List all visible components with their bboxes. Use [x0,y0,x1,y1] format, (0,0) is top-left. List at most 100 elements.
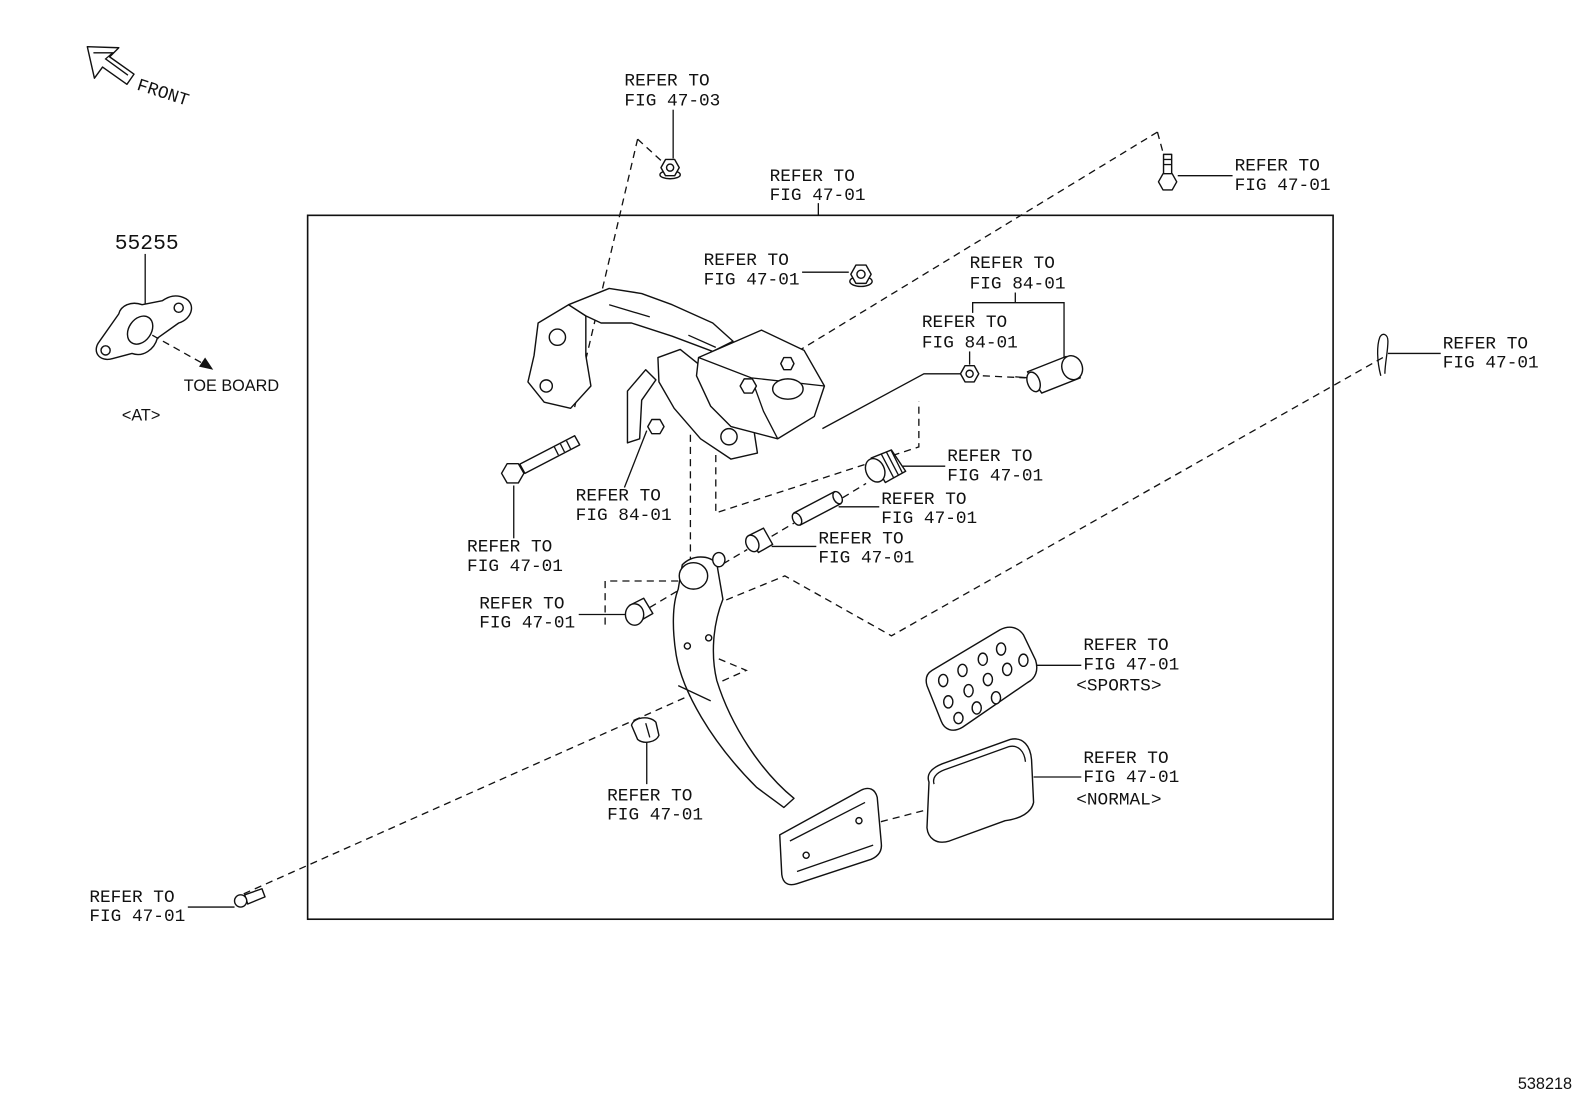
pad-hole [995,642,1007,656]
spring-coil [890,450,904,474]
callout-return-spring: REFER TO FIG 47-01 [864,447,1043,486]
callout-refer-to: REFER TO [1235,157,1320,177]
bolt-hex-head [500,462,525,484]
pedal-plate [779,787,883,886]
pedal-plate-edge [796,844,874,873]
callout-pedal-pad-sports: REFER TO FIG 47-01 <SPORTS> [925,626,1179,731]
callout-figure-ref: FIG 47-01 [607,806,703,826]
callout-refer-to: REFER TO [1083,636,1168,656]
part-number-label: 55255 [115,232,179,256]
nut-bore [965,369,974,379]
bolt-thread [565,440,572,450]
brake-pedal-arm [672,551,883,886]
callout-refer-to: REFER TO [1443,334,1528,354]
pedal-assembly-frame [306,214,1334,921]
pad-hole [977,652,989,667]
callout-assembly-fig-47-01: REFER TO FIG 47-01 [770,167,866,216]
callout-figure-ref: FIG 84-01 [922,333,1018,353]
callout-bushing-left: REFER TO FIG 47-01 [479,594,654,634]
dashed-line [842,482,867,499]
dashed-line [771,522,795,537]
pedal-hole [683,642,692,650]
callout-refer-to: REFER TO [970,254,1055,274]
bolt-thread [559,443,566,453]
callout-figure-ref: FIG 84-01 [970,274,1066,294]
bracket-detail-line [608,304,650,318]
callout-figure-ref: FIG 47-01 [1235,176,1331,196]
switch-connector [1061,355,1084,381]
callout-pedal-pin: REFER TO FIG 47-01 [791,490,977,529]
pad-hole [963,683,974,698]
callout-variant: <NORMAL> [1076,790,1161,810]
pedal-edge-line [677,685,711,702]
callout-pedal-pad-normal: REFER TO FIG 47-01 <NORMAL> [926,738,1179,843]
dashed-line [1156,131,1165,155]
callout-clevis-pin: REFER TO FIG 47-01 [89,888,266,927]
switch-end [1026,371,1041,393]
dashed-line [715,401,920,514]
callout-bushing: REFER TO FIG 47-01 [745,527,914,569]
callout-refer-to: REFER TO [881,490,966,510]
callout-figure-ref: FIG 47-01 [818,549,914,569]
callout-stop-lamp-switch: REFER TO FIG 84-01 [970,254,1084,394]
pad-hole [937,673,949,688]
callout-refer-to: REFER TO [770,167,855,187]
callout-clip-right: REFER TO FIG 47-01 [1376,333,1539,376]
bracket-left-flange [527,304,592,410]
callout-refer-to: REFER TO [467,538,552,558]
bracket-bolt-head [780,356,795,371]
callout-bolt-top-right: REFER TO FIG 47-01 [1157,153,1331,196]
pad-hole [1001,662,1013,677]
toe-board-label: TOE BOARD [184,377,279,395]
hex-nut [647,418,665,435]
callout-figure-ref: FIG 84-01 [576,506,672,526]
pad-hole [943,695,954,709]
spring-coil [885,451,900,476]
callout-refer-to: REFER TO [818,529,903,549]
callout-figure-ref: FIG 47-01 [467,557,563,577]
pedal-plate-hole [802,851,810,859]
callout-refer-to: REFER TO [576,487,661,507]
callout-nut-upper: REFER TO FIG 47-01 [704,251,873,290]
normal-pedal-pad [926,738,1035,843]
dashed-line [604,434,692,628]
pad-hole [953,711,964,725]
callout-refer-to: REFER TO [947,447,1032,467]
bracket-mount-block [695,329,826,440]
nut-bore [856,269,866,280]
pad-inner-edge [932,745,1027,785]
bolt-shaft [519,435,581,475]
leader-bracket [972,302,1065,360]
front-direction-indicator: FRONT [86,46,191,112]
pad-hole [1018,653,1029,668]
pedal-pivot-collar [712,551,726,568]
callout-figure-ref: FIG 47-01 [89,907,185,927]
callout-refer-to: REFER TO [1083,749,1168,769]
callout-figure-ref: FIG 47-01 [1083,655,1179,675]
callout-pedal-stopper: REFER TO FIG 47-01 [607,717,703,826]
pad-hole [982,672,994,687]
callout-refer-to: REFER TO [479,594,564,614]
bracket-clip [626,369,657,444]
pedal-hole [704,634,713,642]
callout-bracket-clip: REFER TO FIG 84-01 [576,369,672,526]
toe-board-gasket-55255: 55255 TOE BOARD <AT> [95,232,279,425]
bracket-hole [539,379,554,393]
pedal-plate-hole [855,816,863,825]
bracket-hole [771,378,804,400]
bracket-top-bar [567,287,734,353]
spring-coil [880,453,895,478]
dashed-line [637,138,662,161]
pedal-bracket [527,287,826,460]
front-arrow-icon [86,46,135,86]
leader-line [623,430,648,488]
pedal-lever [672,556,795,809]
bracket-pivot-hole [720,427,738,446]
callout-pivot-bolt: REFER TO FIG 47-01 [467,435,581,577]
toe-board-arrowhead-icon [199,357,214,370]
callout-variant: <SPORTS> [1076,677,1161,697]
pad-hole [990,690,1002,705]
dashed-line [868,809,925,826]
callout-figure-ref: FIG 47-03 [624,92,720,112]
